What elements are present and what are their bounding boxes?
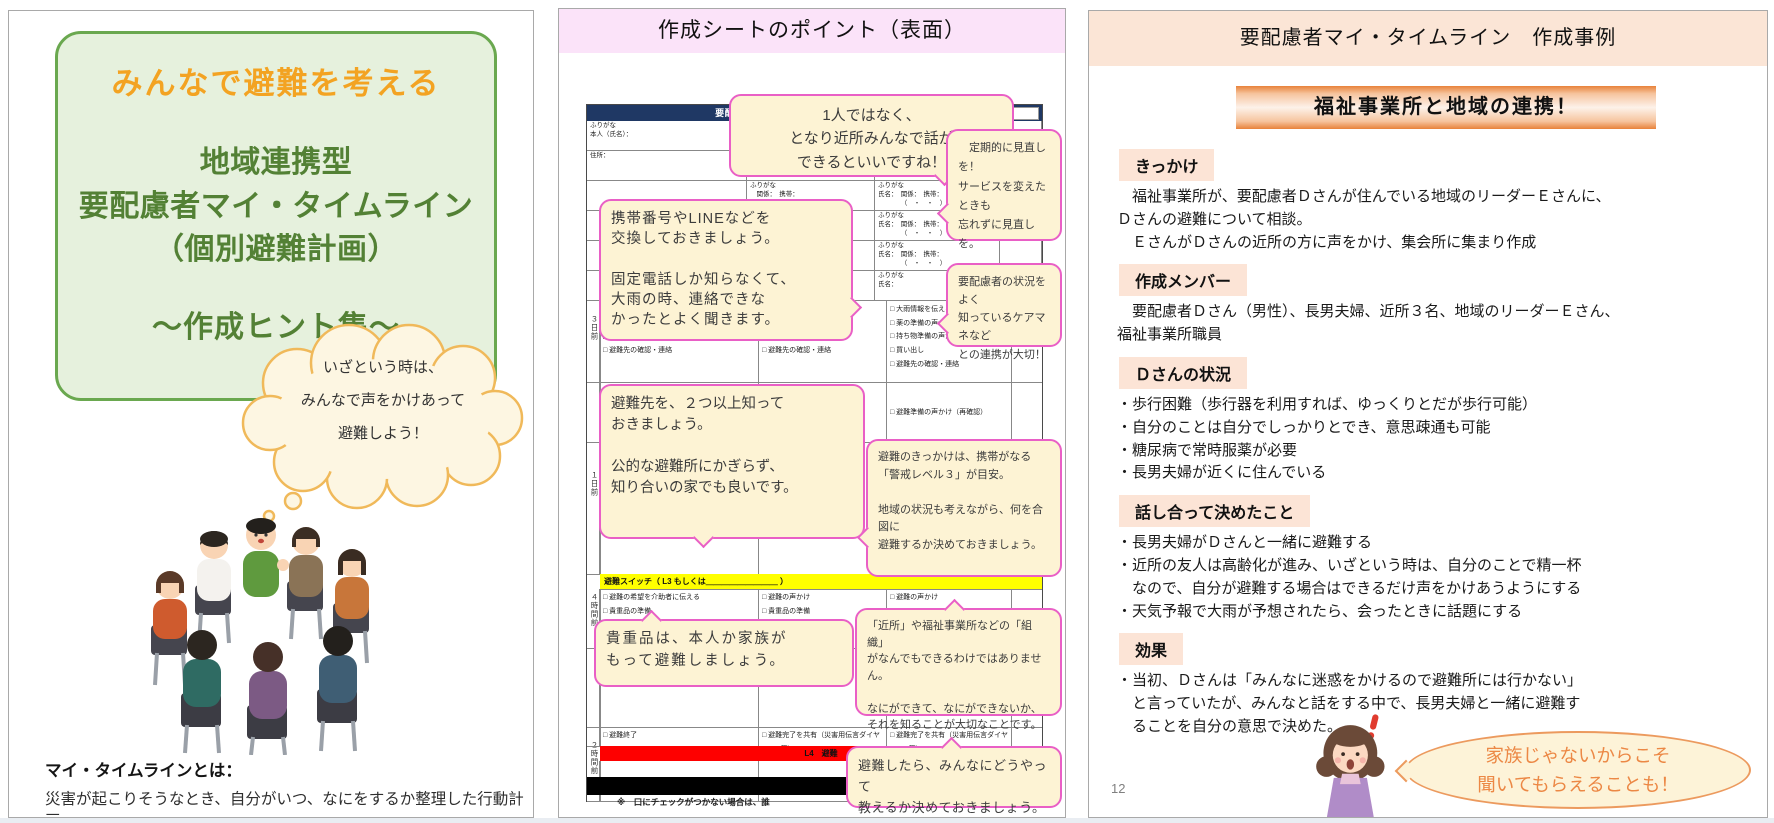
thought-bubble-text: いざという時は、 みんなで声をかけあって 避難しよう！ [300, 359, 466, 442]
definition-label: マイ・タイムラインとは： [45, 762, 242, 780]
hint-bubble-b6: 避難のきっかけは、携帯がなる 「警戒レベル３」が目安。 地域の状況も考えながら、… [856, 439, 1062, 577]
cover-title: みんなで避難を考える [111, 66, 441, 101]
slide-cover: みんなで避難を考える 地域連携型 要配慮者マイ・タイムライン （個別避難計画） … [8, 10, 534, 818]
form-cell [587, 648, 600, 727]
form-cell: □ 避難の希望を介助者に伝える □ 貴重品の準備 [600, 589, 759, 648]
bubble-text: 避難したら、みんなにどうやって 教えるか決めておきましょう。 [858, 758, 1048, 815]
section-body: ・長男夫婦がＤさんと一緒に避難する ・近所の友人は高齢化が進み、いざという時は、… [1117, 534, 1582, 620]
hint-bubble-b2: 定期的に見直しを！ サービスを変えたときも 忘れずに見直しを。 [936, 129, 1062, 251]
slide-case-study: 要配慮者マイ・タイムライン 作成事例 福祉事業所と地域の連携！ きっかけ 福祉事… [1088, 10, 1768, 818]
section-label: Ｄさんの状況 [1119, 356, 1248, 389]
form-cell: □ 避難完了を共有（災害用伝言ダイヤル171等） [887, 727, 1012, 746]
viewer-edge [0, 818, 1774, 823]
hint-bubble-b8: 「近所」や福祉事業所などの「組織」 がなんでもできるわけではありません。 なにが… [855, 598, 1062, 731]
form-cell [587, 301, 600, 382]
form-footnote: ※ 口にチェックがつかない場合は、誰 [617, 797, 770, 807]
time-label-2hours: ２時間前 [590, 741, 599, 775]
time-label-4hours: ４時間前 [590, 593, 599, 627]
case-section: きっかけ 福祉事業所が、要配慮者Ｄさんが住んでいる地域のリーダーＥさんに、 Ｄさ… [1115, 139, 1749, 254]
bubble-text: 1人ではなく、 となり近所みんなで話が できるといいですね！ [789, 107, 954, 171]
case-section: 話し合って決めたこと・長男夫婦がＤさんと一緒に避難する ・近所の友人は高齢化が進… [1115, 485, 1749, 623]
form-cell [587, 589, 600, 648]
time-label-3days: ３日前 [590, 315, 599, 341]
hint-bubble-b5: 避難先を、２つ以上知って おきましょう。 公的な避難所にかぎらず、 知り合いの家… [599, 384, 865, 549]
time-label-1day: １日前 [590, 471, 599, 497]
form-cell: ふりがな 本人（氏名）： [587, 121, 747, 151]
hint-bubble-b7: 貴重品は、本人か家族が もって避難しましょう。 [594, 609, 854, 687]
form-cell: 住所： [587, 151, 747, 181]
hint-bubble-b4: 要配慮者の状況をよく 知っているケアマネなど との連携が大切！ [936, 263, 1062, 361]
bubble-text: 「近所」や福祉事業所などの「組織」 がなんでもできるわけではありません。 なにが… [867, 620, 1042, 731]
form-cell: □ 避難終了 [600, 727, 759, 746]
bubble-text: 携帯番号やLINEなどを 交換しておきましょう。 固定電話しか知らなくて、 大雨… [611, 211, 796, 329]
thought-cloud-shape [241, 323, 524, 523]
case-section: 作成メンバー 要配慮者Ｄさん（男性）、長男夫婦、近所３名、地域のリーダーＥさん、… [1115, 254, 1749, 347]
section-body: 福祉事業所が、要配慮者Ｄさんが住んでいる地域のリーダーＥさんに、 Ｄさんの避難に… [1117, 188, 1611, 251]
bubble-text: 避難のきっかけは、携帯がなる 「警戒レベル３」が目安。 地域の状況も考えながら、… [878, 451, 1043, 551]
bubble-text: 定期的に見直しを！ サービスを変えたときも 忘れずに見直しを。 [958, 142, 1046, 251]
woman-illustration [1316, 714, 1385, 817]
case-banner: 福祉事業所と地域の連携！ [1236, 86, 1656, 129]
bubble-text: 避難先を、２つ以上知って おきましょう。 公的な避難所にかぎらず、 知り合いの家… [611, 396, 798, 497]
case-sections: きっかけ 福祉事業所が、要配慮者Ｄさんが住んでいる地域のリーダーＥさんに、 Ｄさ… [1115, 139, 1749, 739]
evacuation-switch-bar: 避難スイッチ（ L3 もしくは＿＿＿＿＿＿＿＿＿ ） [600, 574, 1042, 590]
hint-bubble-b9: 避難したら、みんなにどうやって 教えるか決めておきましょう。 [846, 736, 1062, 815]
form-cell: □ 避難完了を共有（災害用伝言ダイヤル171等） [759, 727, 887, 746]
sheet-points-title: 作成シートのポイント（表面） [559, 9, 1065, 53]
form-black-bar [587, 777, 897, 795]
page-number: 12 [1111, 781, 1126, 796]
form-cell: □ 避難準備の声かけ（再確認） [887, 382, 1012, 442]
form-cell: ふりがな 氏名： 関係： 携帯： （ ・ ・ ） [875, 241, 1000, 271]
section-body: ・当初、Ｄさんは「みんなに迷惑をかけるので避難所には行かない」 と言っていたが、… [1117, 672, 1583, 735]
section-label: 話し合って決めたこと [1119, 495, 1311, 528]
form-time-strip: ３日前 １日前 ４時間前 ２時間前 [587, 301, 601, 801]
form-cell [587, 727, 600, 746]
slide-sheet-points: 作成シートのポイント（表面） 要配慮者マイ・タイムライン（個別避難計画） 作成日… [558, 8, 1066, 818]
case-speech-bubble: 家族じゃないからこそ 聞いてもらえることも！ [1394, 731, 1751, 809]
group-discussion-illustration [151, 518, 369, 755]
section-body: 要配慮者Ｄさん（男性）、長男夫婦、近所３名、地域のリーダーＥさん、 福祉事業所職… [1117, 303, 1620, 344]
bubble-text: 要配慮者の状況をよく 知っているケアマネなど との連携が大切！ [958, 276, 1046, 361]
thought-bubble: いざという時は、 みんなで声をかけあって 避難しよう！ [237, 323, 529, 528]
section-label: きっかけ [1119, 149, 1215, 181]
bubble-text: 貴重品は、本人か家族が もって避難しましょう。 [606, 631, 788, 669]
section-label: 作成メンバー [1119, 264, 1248, 297]
case-section: Ｄさんの状況・歩行困難（歩行器を利用すれば、ゆっくりとだが歩行可能） ・自分のこ… [1115, 347, 1749, 485]
cover-heading: 地域連携型 要配慮者マイ・タイムライン （個別避難計画） [78, 146, 474, 266]
hint-bubble-b3: 携帯番号やLINEなどを 交換しておきましょう。 固定電話しか知らなくて、 大雨… [599, 199, 863, 341]
case-title: 要配慮者マイ・タイムライン 作成事例 [1089, 11, 1767, 66]
definition-text: 災害が起こりそうなとき、自分がいつ、なにをするか整理した行動計画 [45, 791, 524, 817]
case-section: 効果・当初、Ｄさんは「みんなに迷惑をかけるので避難所には行かない」 と言っていた… [1115, 623, 1749, 738]
cover-title-box: みんなで避難を考える 地域連携型 要配慮者マイ・タイムライン （個別避難計画） … [55, 31, 497, 401]
section-body: ・歩行困難（歩行器を利用すれば、ゆっくりとだが歩行可能） ・自分のことは自分でし… [1117, 395, 1538, 482]
speech-bubble-text: 家族じゃないからこそ 聞いてもらえることも！ [1477, 745, 1679, 795]
form-cell [1012, 382, 1042, 442]
section-label: 効果 [1119, 633, 1184, 666]
